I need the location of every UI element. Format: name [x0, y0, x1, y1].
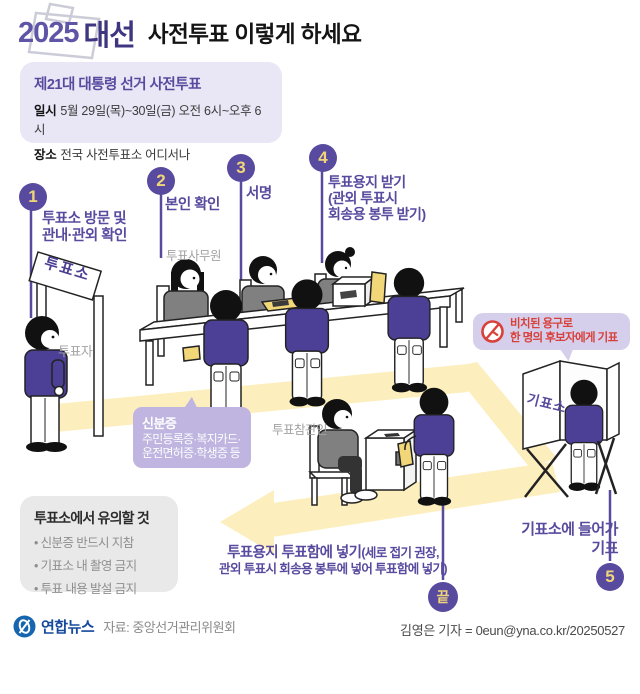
id-card — [182, 345, 201, 362]
step-connector-lines — [29, 171, 612, 580]
id-requirements-bubble: 신분증 주민등록증·복지카드· 운전면허증·학생증 등 — [133, 396, 251, 468]
ballot-drop-caption: 투표용지 투표함에 넣기(세로 접기 권장, 관외 투표시 회송용 봉투에 넣어… — [192, 543, 474, 577]
warning-line-2: 한 명의 후보자에게 기표 — [510, 331, 618, 344]
return-envelope — [369, 271, 387, 304]
booth-legs — [524, 437, 618, 498]
step-label-3: 서명 — [246, 186, 272, 202]
voter-at-gate — [24, 316, 68, 452]
step-badge-3: 3 — [227, 154, 255, 182]
election-observer — [308, 399, 378, 506]
drop-caption-paren: (세로 접기 권장, — [361, 546, 439, 560]
brand-name: 연합뉴스 — [41, 619, 95, 636]
step-label-5: 기표소에 들어가 기표 — [521, 521, 618, 557]
warning-text: 비치된 용구로 한 명의 후보자에게 기표 — [510, 318, 618, 345]
yonhap-logo-icon — [13, 615, 36, 638]
election-logo-word: 대선 — [83, 20, 136, 52]
voter-casting-ballot — [397, 387, 455, 507]
page-title: 사전투표 이렇게 하세요 — [147, 22, 362, 47]
info-value-place: 전국 사전투표소 어디서나 — [60, 148, 190, 162]
header: 2025 대선 사전투표 이렇게 하세요 — [18, 13, 362, 53]
step-badge-2: 2 — [147, 167, 175, 195]
notice-title: 투표소에서 유의할 것 — [34, 510, 150, 526]
notice-item: 기표소 내 촬영 금지 — [34, 555, 164, 574]
step-label-2: 본인 확인 — [165, 197, 220, 213]
stamping-warning-bubble: 비치된 용구로 한 명의 후보자에게 기표 — [473, 313, 630, 363]
drop-caption-line-1: 투표용지 투표함에 넣기(세로 접기 권장, — [192, 543, 474, 562]
drop-caption-line-2: 관외 투표시 회송용 봉투에 넣어 투표함에 넣기) — [219, 562, 448, 577]
info-label-datetime: 일시 — [34, 104, 57, 118]
step-badge-5: 5 — [596, 563, 624, 591]
notice-item: 신분증 반드시 지참 — [34, 532, 164, 551]
data-source: 자료: 중앙선거관리위원회 — [103, 620, 236, 635]
warning-line-1: 비치된 용구로 — [510, 318, 573, 330]
queue-voters — [182, 267, 431, 422]
end-badge: 끝 — [428, 582, 458, 612]
ballot-box-outline-icon — [27, 2, 101, 60]
poll-worker-label: 투표사무원 — [166, 249, 222, 263]
ballot-printer — [330, 275, 377, 308]
step-label-1: 투표소 방문 및 관내·관외 확인 — [42, 211, 127, 244]
observer-label: 투표참관인 — [272, 423, 328, 437]
step-label-4: 투표용지 받기 (관외 투표시 회송용 봉투 받기) — [328, 174, 426, 222]
bubble-tail — [184, 396, 200, 410]
info-label-place: 장소 — [34, 148, 57, 162]
notice-item: 투표 내용 발설 금지 — [34, 578, 164, 597]
footer: 연합뉴스 자료: 중앙선거관리위원회 — [13, 615, 236, 638]
step-badge-1: 1 — [19, 183, 47, 211]
info-box-title: 제21대 대통령 선거 사전투표 — [34, 77, 201, 93]
election-logo-year: 2025 — [18, 16, 80, 49]
id-bubble-title: 신분증 — [142, 416, 177, 431]
voter-label: 투표자 — [58, 344, 93, 359]
polling-place-notice-box: 투표소에서 유의할 것 신분증 반드시 지참 기표소 내 촬영 금지 투표 내용… — [20, 496, 178, 596]
id-bubble-body: 주민등록증·복지카드· 운전면허증·학생증 등 — [142, 432, 241, 461]
drop-caption-main: 투표용지 투표함에 넣기 — [227, 545, 362, 561]
step-badge-4: 4 — [309, 144, 337, 172]
info-value-datetime: 5월 29일(목)~30일(금) 오전 6시~오후 6시 — [34, 104, 262, 137]
ballot-stamp-no-icon — [481, 320, 504, 343]
reporter-credit: 김영은 기자 = 0eun@yna.co.kr/20250527 — [400, 623, 625, 638]
voter-in-booth — [564, 379, 604, 492]
